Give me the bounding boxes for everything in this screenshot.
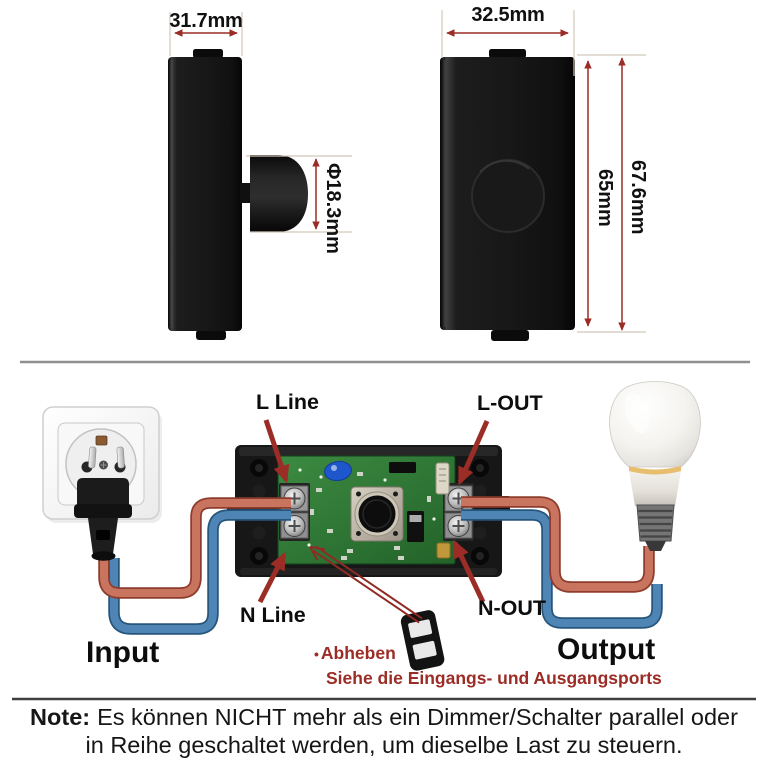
footer-note-line2: in Reihe geschaltet werden, um dieselbe … bbox=[85, 731, 683, 758]
n-line-label: N Line bbox=[240, 603, 306, 627]
front-width-dimension-label: 32.5mm bbox=[471, 4, 545, 26]
terminal-cover-piece bbox=[400, 610, 445, 671]
rotary-knob-front bbox=[471, 159, 545, 233]
bullet-icon: • bbox=[314, 646, 319, 662]
neutral-wire-input bbox=[108, 509, 291, 635]
note-label: Note: bbox=[30, 704, 91, 730]
neutral-wire-output bbox=[461, 509, 663, 629]
pcb-components bbox=[298, 460, 451, 560]
dimension-arrows bbox=[174, 29, 626, 331]
note-text-1: Es können NICHT mehr als ein Dimmer/Scha… bbox=[97, 704, 738, 730]
n-out-label: N-OUT bbox=[478, 596, 547, 620]
footer-note-line1: Note:Es können NICHT mehr als ein Dimmer… bbox=[0, 704, 768, 732]
total-height-dimension-label: 67.6mm bbox=[627, 160, 649, 235]
rotary-knob-side bbox=[240, 155, 308, 232]
light-bulb bbox=[609, 381, 701, 551]
l-out-label: L-OUT bbox=[477, 391, 543, 415]
body-height-dimension-label: 65mm bbox=[594, 169, 616, 227]
dimmer-front-view bbox=[440, 49, 575, 341]
mains-plug bbox=[74, 478, 132, 561]
footer-note: Note:Es können NICHT mehr als ein Dimmer… bbox=[0, 704, 768, 759]
live-wire-output bbox=[461, 496, 655, 593]
knob-diameter-dimension-label: Φ18.3mm bbox=[322, 163, 344, 254]
live-wire-input bbox=[98, 497, 291, 599]
input-label: Input bbox=[86, 636, 160, 669]
side-width-dimension-label: 31.7mm bbox=[169, 10, 243, 32]
potentiometer bbox=[350, 486, 404, 542]
ports-caption: Siehe die Eingangs- und Ausgangsports bbox=[326, 668, 662, 688]
dimmer-side-view bbox=[168, 49, 308, 340]
lift-off-annotation-text: Abheben bbox=[320, 643, 396, 663]
lift-off-open-arrow bbox=[309, 545, 423, 624]
housing-screw-posts bbox=[250, 459, 489, 565]
dimmer-circuit-module bbox=[227, 445, 510, 577]
label-arrows bbox=[257, 419, 490, 604]
output-label: Output bbox=[557, 633, 656, 666]
dimension-extension-lines bbox=[169, 10, 646, 333]
l-line-label: L Line bbox=[256, 390, 319, 414]
lift-off-annotation: •Abheben bbox=[314, 643, 396, 664]
